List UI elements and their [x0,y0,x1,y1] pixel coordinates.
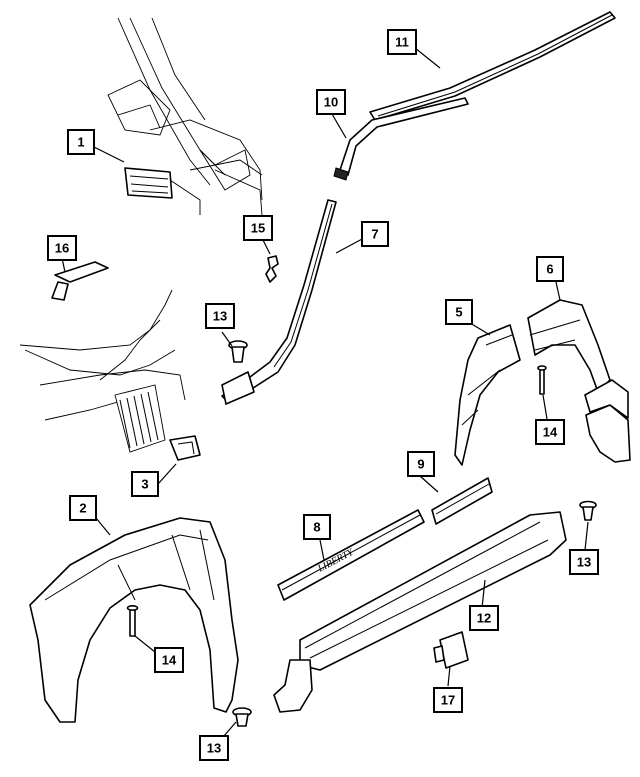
callout-6: 6 [536,256,564,282]
callout-3: 3 [131,471,159,497]
b-pillar-context [19,289,186,453]
part-11-roof-molding [369,11,616,121]
callout-13-upper-label: 13 [213,309,227,324]
callout-2-label: 2 [79,501,86,516]
part-14-pin-left [126,604,139,637]
part-1-bracket [124,167,173,199]
callout-6-label: 6 [546,262,553,277]
callout-10: 10 [316,89,346,115]
part-7-pillar-molding [221,199,337,405]
part-6-flare [527,299,631,463]
callout-5-label: 5 [455,305,462,320]
callout-7: 7 [361,221,389,247]
callout-13-right: 13 [569,549,599,575]
callout-13-upper: 13 [205,303,235,329]
part-12-rocker [273,511,567,713]
callout-8: 8 [303,514,331,540]
part-13-pushpin-right [579,500,597,521]
part-3-bracket [169,435,201,461]
callout-2: 2 [69,495,97,521]
a-pillar-context [107,17,263,216]
part-13-pushpin-lower [232,707,252,727]
callout-15-label: 15 [251,221,265,236]
callout-14-left: 14 [154,647,184,673]
callout-17: 17 [433,687,463,713]
part-16-clip [51,261,109,301]
part-14-pin-right [537,365,547,395]
callout-14-right-label: 14 [543,425,558,440]
callout-13-right-label: 13 [577,555,591,570]
callout-5: 5 [445,299,473,325]
part-9-molding [431,477,493,525]
part-13-pushpin-upper [228,340,248,363]
callout-15: 15 [243,215,273,241]
callout-11: 11 [387,29,417,55]
callout-9-label: 9 [417,457,424,472]
callout-11-label: 11 [395,35,409,50]
part-2-fender-flare [29,517,239,723]
part-5-flare [454,324,521,466]
callout-1-label: 1 [77,135,84,150]
callout-13-lower-label: 13 [207,741,221,756]
part-17-clip [433,631,469,669]
callout-17-label: 17 [441,693,455,708]
part-15-clip [265,255,279,283]
callout-12: 12 [469,605,499,631]
callout-16-label: 16 [55,241,69,256]
callout-7-label: 7 [371,227,378,242]
callout-8-label: 8 [313,520,320,535]
callout-16: 16 [47,235,77,261]
callout-1: 1 [67,129,95,155]
callout-3-label: 3 [141,477,148,492]
callout-12-label: 12 [477,611,491,626]
callout-14-left-label: 14 [162,653,177,668]
callout-14-right: 14 [535,419,565,445]
callout-10-label: 10 [324,95,338,110]
part-10-windshield-molding [333,97,469,181]
callout-13-lower: 13 [199,735,229,761]
callout-9: 9 [407,451,435,477]
